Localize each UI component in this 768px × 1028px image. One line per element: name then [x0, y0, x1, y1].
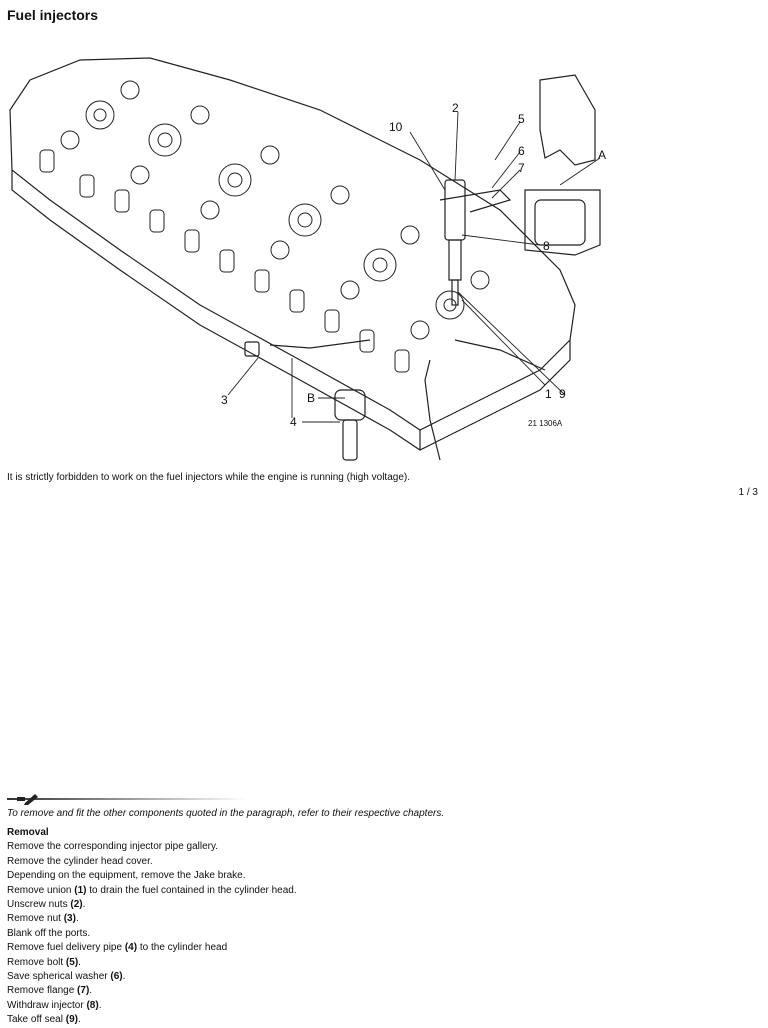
removal-step-suffix: . [82, 899, 86, 911]
removal-heading: Removal [7, 827, 49, 838]
removal-steps: Remove the corresponding injector pipe g… [7, 840, 297, 1027]
removal-step: Depending on the equipment, remove the J… [7, 869, 297, 883]
callout-1: 1 [545, 387, 552, 401]
callout-9: 9 [559, 387, 566, 401]
cylinder-head-illustration: 10 2 5 6 7 A 8 1 9 3 4 B 21 1306A [0, 40, 640, 470]
removal-step-suffix: . [89, 985, 93, 997]
removal-step-callout: (4) [124, 942, 138, 954]
removal-step: Remove union (1) to drain the fuel conta… [7, 884, 297, 898]
removal-step-text: Remove union [7, 884, 75, 896]
note-divider [7, 792, 247, 805]
removal-step-suffix: to drain the fuel contained in the cylin… [86, 884, 297, 896]
removal-step-text: Blank off the ports. [7, 927, 91, 939]
removal-section: Removal Remove the corresponding injecto… [7, 826, 297, 1028]
note-text: To remove and fit the other components q… [7, 808, 445, 819]
removal-step-callout: (1) [74, 884, 87, 896]
removal-step-text: Withdraw injector [7, 999, 87, 1011]
page-title: Fuel injectors [7, 7, 99, 23]
removal-step-suffix: . [75, 913, 79, 925]
removal-step-text: Remove the corresponding injector pipe g… [7, 841, 219, 853]
removal-step-text: Unscrew nuts [7, 899, 71, 911]
removal-step-text: Remove fuel delivery pipe [7, 942, 125, 954]
removal-step-suffix: to the cylinder head [137, 942, 228, 954]
removal-step: Withdraw injector (8). [7, 999, 297, 1013]
removal-step-callout: (5) [65, 956, 79, 968]
removal-step-text: Depending on the equipment, remove the J… [7, 870, 246, 882]
removal-step-suffix: . [78, 956, 81, 968]
warning-text: It is strictly forbidden to work on the … [7, 472, 410, 483]
removal-step-suffix: . [98, 999, 102, 1011]
removal-step: Remove fuel delivery pipe (4) to the cyl… [7, 941, 297, 955]
removal-step-text: Take off seal [7, 1014, 66, 1026]
removal-step-text: Remove flange [7, 985, 78, 997]
callout-6: 6 [518, 144, 525, 158]
removal-step-callout: (9) [65, 1014, 78, 1026]
callout-5: 5 [518, 112, 525, 126]
removal-step-text: Remove nut [7, 913, 64, 925]
removal-step-text: Remove bolt [7, 956, 66, 968]
removal-step-callout: (2) [70, 899, 83, 911]
removal-step: Remove nut (3). [7, 912, 297, 926]
callout-4: 4 [290, 415, 297, 429]
removal-step-suffix: . [122, 971, 126, 983]
removal-step-text: Remove the cylinder head cover. [7, 855, 153, 867]
removal-step-text: Save spherical washer [7, 971, 111, 983]
removal-step: Remove the cylinder head cover. [7, 855, 297, 869]
removal-step-suffix: . [77, 1014, 81, 1026]
figure-code: 21 1306A [528, 419, 563, 428]
callout-a: A [598, 148, 606, 162]
note-pencil-icon [17, 794, 38, 805]
callout-3: 3 [221, 393, 228, 407]
removal-step: Take off seal (9). [7, 1013, 297, 1027]
callout-7: 7 [518, 161, 525, 175]
removal-step-callout: (8) [86, 999, 99, 1011]
removal-step: Remove flange (7). [7, 984, 297, 998]
removal-step-callout: (7) [77, 985, 90, 997]
callout-b: B [307, 391, 315, 405]
removal-step: Blank off the ports. [7, 927, 297, 941]
page-number: 1 / 3 [738, 487, 758, 498]
callout-10: 10 [389, 120, 403, 134]
removal-step: Save spherical washer (6). [7, 970, 297, 984]
removal-step-callout: (6) [110, 971, 123, 983]
callout-2: 2 [452, 101, 459, 115]
removal-step: Unscrew nuts (2). [7, 898, 297, 912]
callout-8: 8 [543, 239, 550, 253]
removal-step-callout: (3) [63, 913, 76, 925]
removal-step: Remove the corresponding injector pipe g… [7, 840, 297, 854]
removal-step: Remove bolt (5). [7, 956, 297, 970]
